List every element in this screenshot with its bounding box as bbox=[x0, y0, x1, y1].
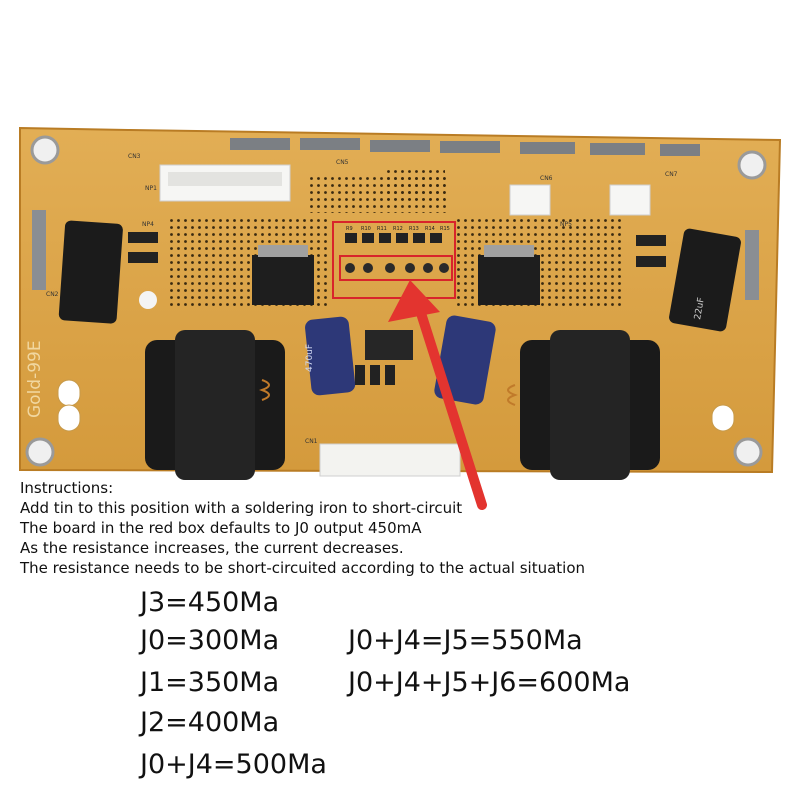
capacitor-label-left: 470uF bbox=[305, 344, 315, 372]
highlight-box bbox=[332, 221, 456, 299]
resistor-label-r12: R12 bbox=[393, 226, 403, 232]
board-model-label: Gold-99E bbox=[25, 340, 45, 418]
transformers bbox=[145, 330, 660, 480]
current-setting-j0-j4-j5: J0+J4=J5=550Ma bbox=[348, 625, 583, 656]
instruction-line: The resistance needs to be short-circuit… bbox=[20, 559, 586, 577]
resistor-label-r13: R13 bbox=[409, 226, 419, 232]
connector-label-cn7: CN7 bbox=[665, 171, 678, 178]
silkscreen-text: Gold-99E 470uF 22uF CN3 CN5 CN2 CN6 CN7 … bbox=[25, 153, 707, 445]
instruction-line: As the resistance increases, the current… bbox=[20, 539, 404, 557]
resistor-label-r15: R15 bbox=[440, 226, 450, 232]
connector-label-np4: NP4 bbox=[142, 221, 154, 228]
connector-label-cn3: CN3 bbox=[128, 153, 141, 160]
connector-label-cn1: CN1 bbox=[305, 438, 318, 445]
instructions-heading: Instructions: bbox=[20, 479, 114, 497]
mounting-holes bbox=[25, 135, 767, 467]
resistor-label-r11: R11 bbox=[377, 226, 387, 232]
connector-label-cn6: CN6 bbox=[540, 175, 553, 182]
current-setting-j1: J1=350Ma bbox=[140, 667, 280, 698]
capacitor-label-right: 22uF bbox=[693, 297, 707, 321]
current-setting-j0: J0=300Ma bbox=[140, 625, 280, 656]
resistor-label-r9: R9 bbox=[346, 226, 353, 232]
current-setting-j3: J3=450Ma bbox=[140, 587, 280, 618]
current-setting-j2: J2=400Ma bbox=[140, 707, 280, 738]
smd-components bbox=[128, 232, 666, 385]
resistor-pads bbox=[345, 233, 449, 273]
resistor-label-r10: R10 bbox=[361, 226, 371, 232]
instructions-block: Instructions: Add tin to this position w… bbox=[20, 478, 640, 578]
connector-label-np5: NP5 bbox=[560, 221, 572, 228]
white-connectors bbox=[159, 164, 651, 477]
instruction-line: The board in the red box defaults to J0 … bbox=[20, 519, 422, 537]
connector-label-np1: NP1 bbox=[145, 185, 157, 192]
red-arrow bbox=[388, 280, 487, 510]
connector-label-cn5: CN5 bbox=[336, 159, 349, 166]
current-setting-j0-j4: J0+J4=500Ma bbox=[140, 749, 327, 780]
mosfets bbox=[252, 245, 540, 305]
resistor-label-r14: R14 bbox=[425, 226, 435, 232]
current-setting-j0-j4-j5-j6: J0+J4+J5+J6=600Ma bbox=[348, 667, 631, 698]
electrolytic-capacitors bbox=[58, 220, 741, 405]
connector-label-cn2: CN2 bbox=[46, 291, 59, 298]
instruction-line: Add tin to this position with a solderin… bbox=[20, 499, 463, 517]
